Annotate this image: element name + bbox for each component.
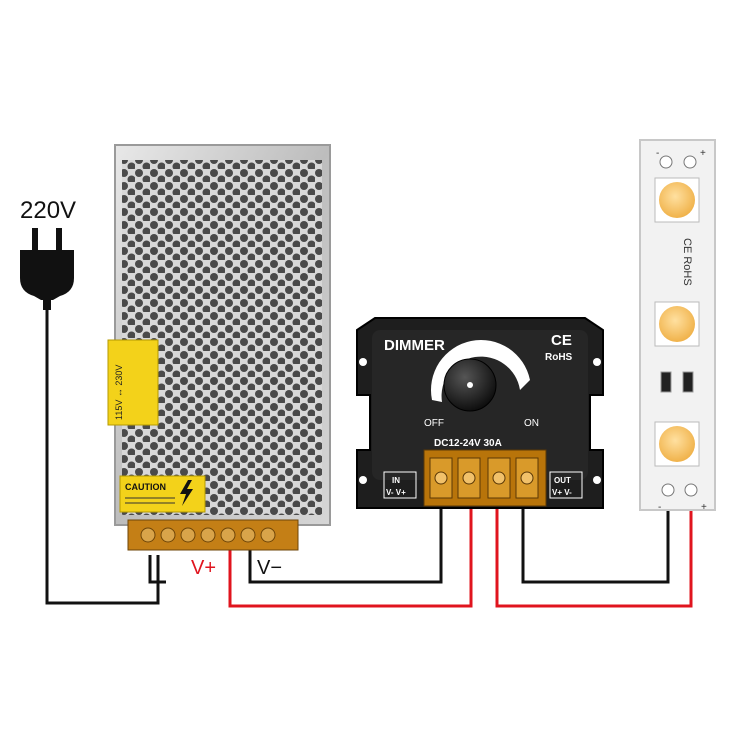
dimmer-out-label: OUT [554, 476, 571, 485]
strip-resistors [660, 371, 694, 393]
dimmer-terminal-screws [429, 457, 539, 499]
led-strip: - + CE RoHS - + [639, 139, 716, 513]
positive-wire-dimmer-to-strip [495, 492, 693, 608]
psu-caution-label: CAUTION [125, 482, 166, 492]
positive-wire-psu-to-dimmer [228, 508, 473, 608]
led-emitter [654, 177, 700, 223]
dimmer-off-label: OFF [424, 418, 444, 429]
high-voltage-icon [180, 480, 193, 506]
led-emitter [654, 421, 700, 467]
negative-wire-dimmer-to-strip [521, 492, 670, 584]
dimmer-rohs-mark: RoHS [545, 352, 573, 363]
strip-certification-marks: CE RoHS [681, 238, 693, 286]
mains-voltage-label: 220V [20, 197, 76, 224]
dimmer-ce-mark: CE [551, 332, 572, 349]
power-supply: 115V ↔ 230V CAUTION [107, 144, 331, 551]
strip-top-plus-label: + [700, 148, 706, 159]
psu-negative-terminal-label: V− [257, 557, 282, 579]
led-emitter [654, 301, 700, 347]
strip-bottom-plus-label: + [701, 502, 707, 513]
mains-wire-left [45, 300, 160, 605]
dimmer-rating: DC12-24V 30A [434, 438, 502, 449]
dimmer-in-terminals: V- V+ [386, 488, 406, 497]
psu-side-sticker [107, 339, 159, 426]
psu-terminal-screws [140, 527, 276, 543]
power-plug-icon [20, 228, 74, 310]
dimmer-out-terminals: V+ V- [552, 488, 572, 497]
mains-wire-right [148, 555, 166, 584]
dimmer-on-label: ON [524, 418, 539, 429]
psu-side-label: 115V ↔ 230V [114, 365, 124, 420]
dimmer-module: DIMMER CE RoHS OFF ON DC12-24V 30A IN V-… [356, 317, 604, 509]
strip-bottom-minus-label: - [658, 502, 661, 513]
dimmer-title: DIMMER [384, 337, 445, 354]
dimmer-in-label: IN [392, 476, 400, 485]
wires [45, 300, 693, 608]
psu-positive-terminal-label: V+ [191, 557, 216, 579]
negative-wire-psu-to-dimmer [248, 508, 443, 584]
strip-top-minus-label: - [656, 148, 659, 159]
